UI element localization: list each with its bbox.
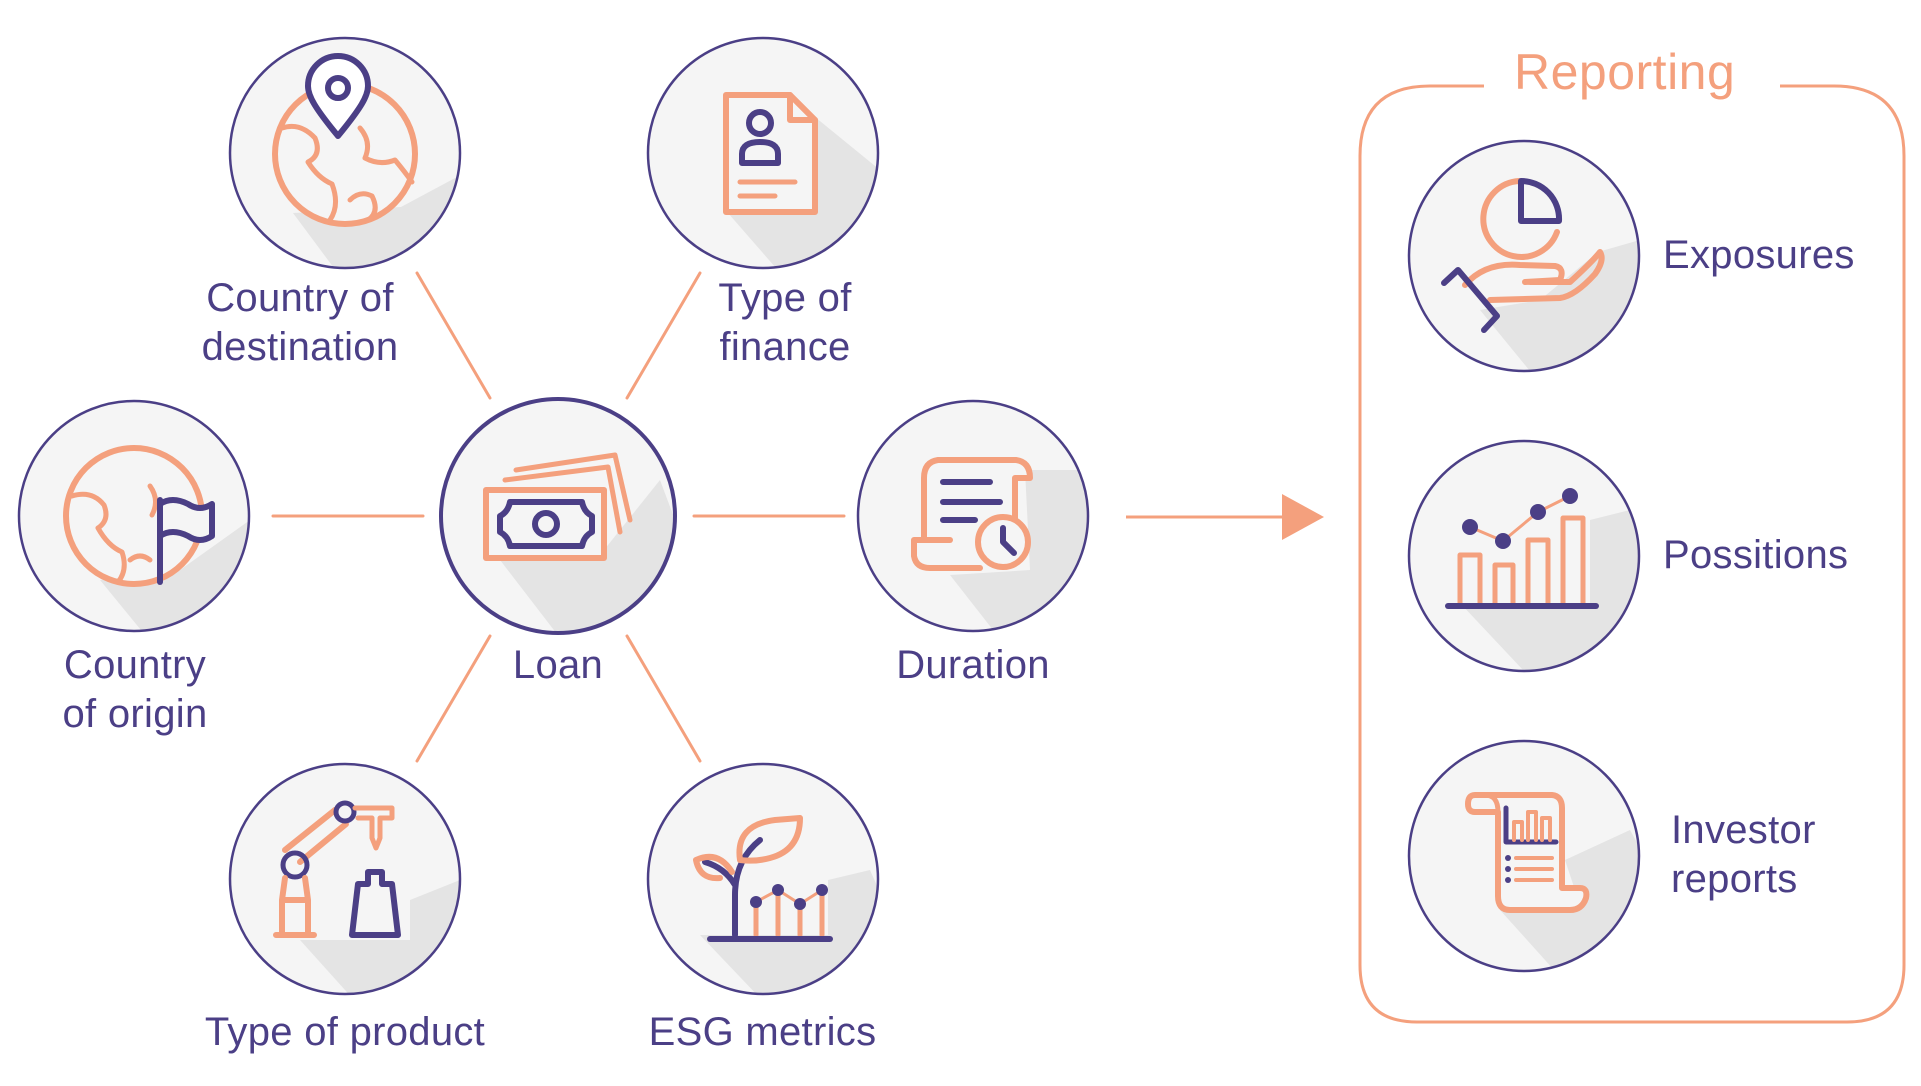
robot-arm-icon xyxy=(273,800,401,938)
node-type-of-finance xyxy=(646,36,880,270)
label-exposures: Exposures xyxy=(1663,233,1855,277)
label-investor-reports: Investor reports xyxy=(1671,808,1816,901)
label-esg-metrics: ESG metrics xyxy=(648,1010,877,1054)
report-scroll-icon xyxy=(1465,792,1590,913)
label-country-of-origin: Country of origin xyxy=(62,643,208,736)
node-exposures xyxy=(1407,139,1641,373)
label-type-of-product: Type of product xyxy=(204,1010,486,1054)
label-duration: Duration xyxy=(896,643,1050,687)
node-esg-metrics xyxy=(646,762,880,996)
plant-chart-icon xyxy=(693,815,833,942)
reporting-frame xyxy=(1358,84,1906,1024)
connector-product xyxy=(415,634,492,763)
money-bills-icon xyxy=(483,452,633,561)
connector-esg xyxy=(625,634,702,763)
hand-pie-chart-icon xyxy=(1441,177,1605,333)
node-investor-reports xyxy=(1407,739,1641,973)
arrow-to-reporting xyxy=(1126,494,1324,540)
label-loan: Loan xyxy=(512,643,604,687)
node-type-of-product xyxy=(228,762,462,996)
globe-pin-icon xyxy=(272,53,418,227)
bar-line-chart-icon xyxy=(1445,488,1599,609)
label-possitions: Possitions xyxy=(1663,533,1849,577)
connector-lines xyxy=(271,271,846,763)
node-country-of-origin xyxy=(17,399,251,633)
node-possitions xyxy=(1407,439,1641,673)
connector-destination xyxy=(415,271,492,400)
label-country-of-destination: Country of destination xyxy=(201,276,399,369)
reporting-title: Reporting xyxy=(1514,44,1736,100)
node-duration xyxy=(856,399,1090,633)
globe-flag-icon xyxy=(63,445,215,587)
connector-finance xyxy=(625,271,702,400)
label-type-of-finance: Type of finance xyxy=(718,276,852,369)
node-loan xyxy=(439,397,677,635)
scroll-clock-icon xyxy=(911,457,1033,571)
document-person-icon xyxy=(723,92,818,215)
